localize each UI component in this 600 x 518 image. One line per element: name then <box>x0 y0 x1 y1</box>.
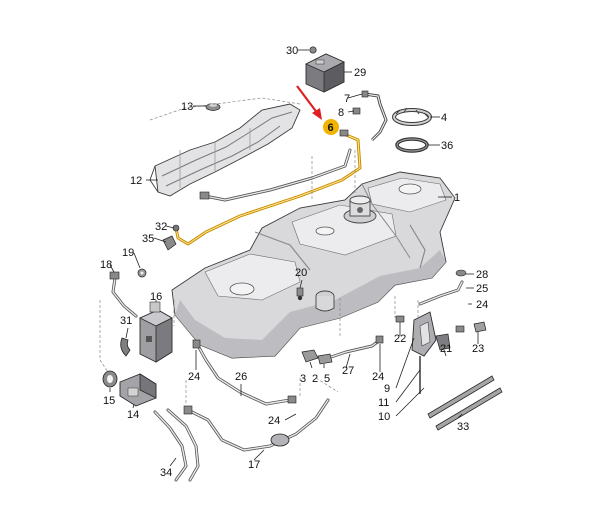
tank-filler-neck-stub <box>315 290 335 312</box>
clip-35 <box>162 235 177 251</box>
label-1: 1 <box>454 192 460 204</box>
label-3: 3 <box>300 373 306 385</box>
retaining-clip-31 <box>120 337 131 357</box>
bolt-20 <box>296 287 304 297</box>
tank-opening-right <box>398 183 422 195</box>
fuel-pump-control-unit <box>305 53 345 93</box>
vent-line-right-25 <box>418 280 464 306</box>
part-28 <box>455 269 467 277</box>
fuel-pump-14 <box>119 373 157 407</box>
fuel-filter-housing <box>139 301 173 363</box>
label-27: 27 <box>342 365 354 377</box>
sender-bracket-9 <box>411 311 437 394</box>
part-22 <box>395 315 405 323</box>
label-15: 15 <box>103 395 115 407</box>
sensor-21 <box>435 333 451 351</box>
nut-30 <box>309 46 317 54</box>
label-2: 2 <box>312 373 318 385</box>
label-6-highlight: 6 <box>323 119 339 135</box>
leader-lines <box>109 49 479 467</box>
label-20: 20 <box>295 267 307 279</box>
fuel-sender-unit <box>343 195 377 224</box>
label-24-left: 24 <box>188 371 200 383</box>
label-9: 9 <box>384 383 390 395</box>
tank-straps-33 <box>427 375 503 431</box>
label-29: 29 <box>354 67 366 79</box>
label-18: 18 <box>100 259 112 271</box>
reference-lines <box>99 97 419 404</box>
label-24-bottom: 24 <box>268 415 280 427</box>
svg-text:6: 6 <box>328 122 334 134</box>
label-36: 36 <box>441 140 453 152</box>
label-30: 30 <box>286 45 298 57</box>
fuel-line-26 <box>192 339 297 406</box>
tank-opening-left <box>229 282 255 296</box>
label-17: 17 <box>248 459 260 471</box>
label-26: 26 <box>235 371 247 383</box>
highlight-arrow <box>296 85 322 120</box>
bolt-24-right <box>455 325 465 333</box>
label-24-mid: 24 <box>372 371 384 383</box>
callout-labels: 1 2 4 5 6 7 8 9 10 11 12 13 14 15 16 17 … <box>100 45 488 479</box>
fuel-line-secondary <box>199 148 352 202</box>
label-8: 8 <box>338 107 344 119</box>
label-7: 7 <box>344 93 350 105</box>
seal-ring <box>395 137 429 153</box>
label-12: 12 <box>130 175 142 187</box>
label-31: 31 <box>120 315 132 327</box>
label-25: 25 <box>476 283 488 295</box>
label-33: 33 <box>457 421 469 433</box>
label-11: 11 <box>378 397 389 409</box>
fuel-line-34 <box>153 408 200 482</box>
label-13: 13 <box>181 101 193 113</box>
fuel-line-18 <box>109 271 138 318</box>
label-4: 4 <box>441 112 447 124</box>
label-14: 14 <box>127 409 139 421</box>
gasket-15 <box>102 370 118 388</box>
vent-valve <box>352 90 388 142</box>
label-35: 35 <box>142 233 154 245</box>
label-34: 34 <box>160 467 172 479</box>
part-23 <box>473 321 487 333</box>
locking-ring <box>392 107 432 126</box>
label-28: 28 <box>476 269 488 281</box>
nut-19 <box>137 268 147 278</box>
label-23: 23 <box>472 343 484 355</box>
label-21: 21 <box>440 343 452 355</box>
fuel-line-17 <box>183 398 330 452</box>
highlighted-fuel-line-6 <box>172 129 362 246</box>
heat-shield-bracket <box>149 103 301 197</box>
label-32: 32 <box>155 221 167 233</box>
small-bracket-2-3 <box>301 349 333 365</box>
label-22: 22 <box>394 333 406 345</box>
label-19: 19 <box>122 247 134 259</box>
label-16: 16 <box>150 291 162 303</box>
label-10: 10 <box>378 411 390 423</box>
fuel-line-27 <box>326 335 384 360</box>
label-5: 5 <box>324 373 330 385</box>
label-24-right: 24 <box>476 299 488 311</box>
fuel-tank <box>171 171 456 359</box>
